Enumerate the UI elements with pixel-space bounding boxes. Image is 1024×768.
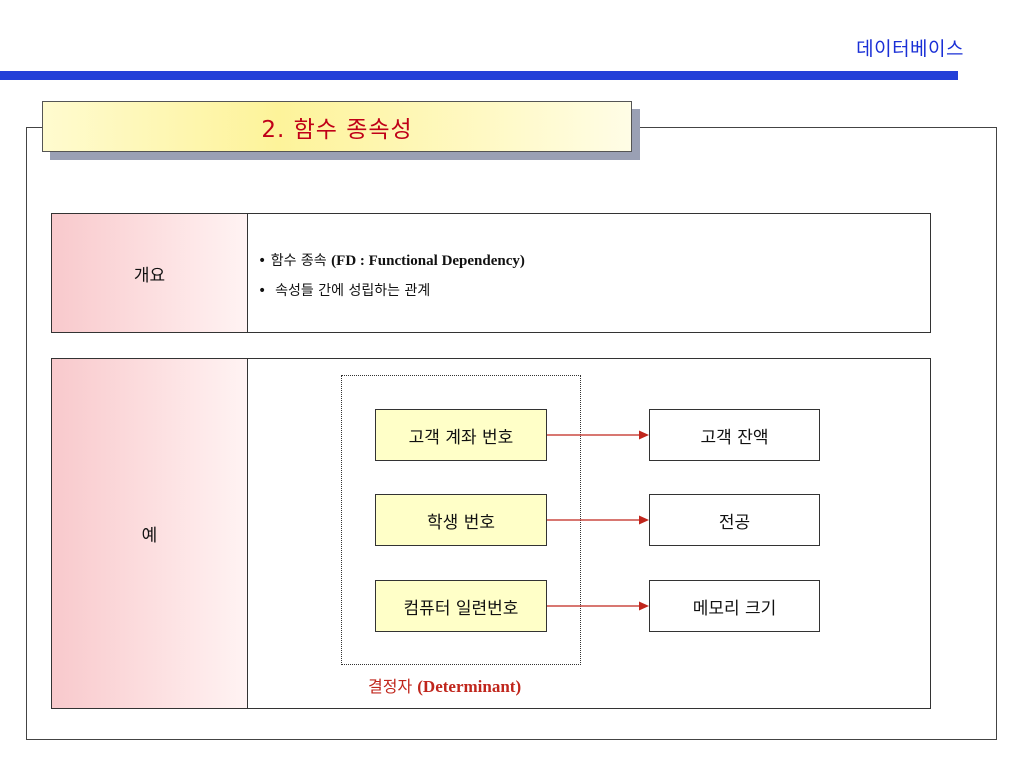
- dependent-box: 메모리 크기: [649, 580, 820, 632]
- bullet-text-en: (FD : Functional Dependency): [331, 253, 525, 269]
- example-table: 예: [51, 358, 931, 709]
- example-label: 예: [52, 359, 248, 708]
- determinant-box: 학생 번호: [375, 494, 547, 546]
- caption-ko: 결정자: [368, 677, 413, 696]
- bullet-text-ko: 함수 종속: [270, 253, 327, 269]
- determinant-box: 고객 계좌 번호: [375, 409, 547, 461]
- determinant-caption: 결정자 (Determinant): [368, 673, 521, 697]
- overview-content: • 함수 종속 (FD : Functional Dependency) • 속…: [248, 214, 930, 332]
- caption-en: (Determinant): [417, 677, 522, 696]
- arrow-right-icon: [547, 601, 649, 611]
- arrow-right-icon: [547, 430, 649, 440]
- arrow-right-icon: [547, 515, 649, 525]
- overview-table: 개요 • 함수 종속 (FD : Functional Dependency) …: [51, 213, 931, 333]
- overview-label: 개요: [52, 214, 248, 332]
- slide-title-box: 2. 함수 종속성: [42, 101, 632, 152]
- header-rule: [0, 71, 958, 80]
- dependent-box: 전공: [649, 494, 820, 546]
- dependent-box: 고객 잔액: [649, 409, 820, 461]
- bullet-item: • 속성들 간에 성립하는 관계: [258, 280, 525, 300]
- bullet-text-ko: 속성들 간에 성립하는 관계: [275, 283, 431, 299]
- bullet-marker: •: [258, 283, 267, 299]
- course-title: 데이터베이스: [856, 38, 964, 60]
- determinant-box: 컴퓨터 일련번호: [375, 580, 547, 632]
- bullet-marker: •: [258, 253, 267, 269]
- overview-bullets: • 함수 종속 (FD : Functional Dependency) • 속…: [258, 250, 525, 310]
- bullet-item: • 함수 종속 (FD : Functional Dependency): [258, 250, 525, 270]
- slide-title: 2. 함수 종속성: [261, 116, 413, 143]
